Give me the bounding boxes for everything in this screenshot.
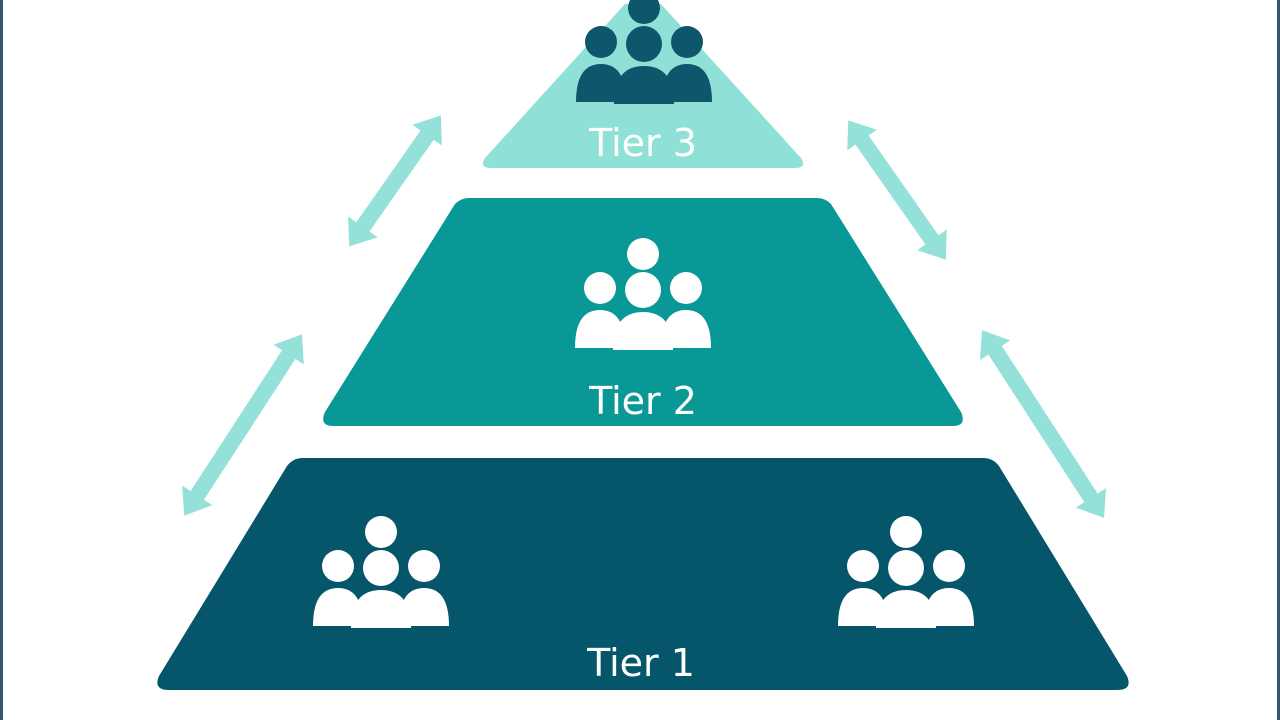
tier-3-layer: Tier 3	[483, 0, 803, 168]
double-headed-arrow-icon	[847, 120, 947, 260]
double-headed-arrow-icon	[979, 330, 1107, 518]
double-headed-arrow-icon	[348, 115, 442, 247]
tier-pyramid-diagram: Tier 3 Tier 2 Tier 1	[157, 0, 1129, 690]
tier-1-label: Tier 1	[586, 641, 695, 685]
tier-3-label: Tier 3	[588, 121, 697, 165]
tier-2-label: Tier 2	[588, 379, 697, 423]
tier-2-layer: Tier 2	[323, 198, 963, 426]
tier-1-layer: Tier 1	[157, 458, 1129, 690]
tier-1-shape	[157, 458, 1129, 690]
tier-3-people-icon	[576, 0, 712, 104]
arrows-group	[182, 115, 1107, 518]
double-headed-arrow-icon	[182, 334, 304, 516]
